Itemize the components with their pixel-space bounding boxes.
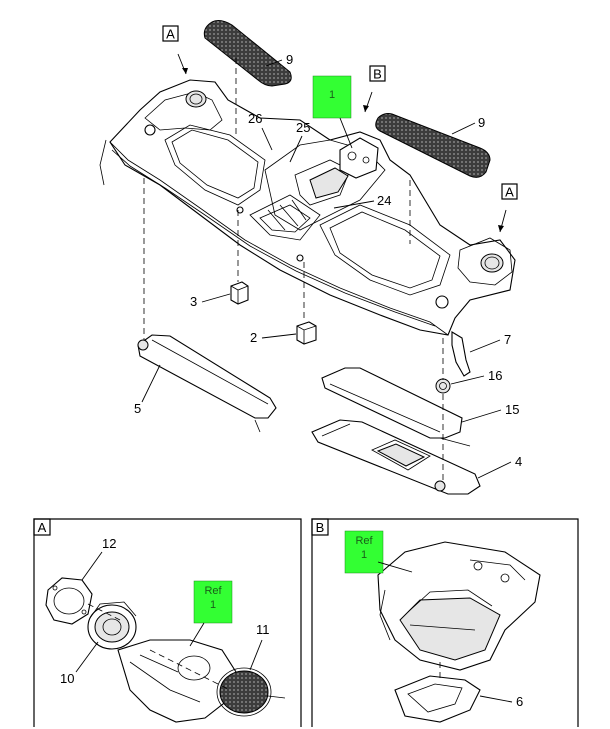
svg-text:15: 15 bbox=[505, 402, 519, 417]
svg-text:10: 10 bbox=[60, 671, 74, 686]
detail-panel-b: B Ref 1 6 bbox=[311, 518, 579, 727]
callout-6: 6 bbox=[479, 694, 523, 709]
grille-part-11 bbox=[216, 667, 272, 717]
svg-text:12: 12 bbox=[102, 536, 116, 551]
view-marker-a-left: A bbox=[162, 25, 188, 75]
callout-7: 7 bbox=[469, 332, 511, 353]
svg-text:1: 1 bbox=[329, 89, 335, 101]
svg-text:26: 26 bbox=[248, 111, 262, 126]
shelf-corner-detail-a bbox=[117, 639, 237, 723]
panel-part-5 bbox=[137, 334, 277, 433]
svg-text:9: 9 bbox=[478, 115, 485, 130]
svg-text:2: 2 bbox=[250, 330, 257, 345]
svg-text:5: 5 bbox=[134, 401, 141, 416]
svg-text:4: 4 bbox=[515, 454, 522, 469]
svg-text:Ref: Ref bbox=[355, 535, 373, 547]
callout-4: 4 bbox=[477, 454, 522, 479]
reference-tag-detail-b bbox=[344, 530, 384, 574]
svg-text:7: 7 bbox=[504, 332, 511, 347]
storage-bin-detail-b bbox=[377, 541, 541, 671]
svg-text:A: A bbox=[38, 520, 47, 535]
callout-16: 16 bbox=[450, 368, 502, 385]
svg-text:B: B bbox=[373, 67, 382, 82]
callout-9-top: 9 bbox=[265, 52, 293, 67]
svg-text:24: 24 bbox=[377, 193, 391, 208]
callout-12: 12 bbox=[81, 536, 116, 581]
callout-25: 25 bbox=[289, 120, 310, 163]
callout-26: 26 bbox=[248, 111, 273, 151]
svg-text:9: 9 bbox=[286, 52, 293, 67]
speaker-grille-right bbox=[375, 113, 491, 178]
svg-text:11: 11 bbox=[256, 622, 270, 637]
callout-15: 15 bbox=[461, 402, 519, 423]
clip-part-2 bbox=[296, 321, 317, 345]
svg-text:Ref: Ref bbox=[204, 585, 222, 597]
svg-text:25: 25 bbox=[296, 120, 310, 135]
svg-text:1: 1 bbox=[361, 549, 367, 561]
fastener-part-16 bbox=[435, 378, 451, 394]
callout-10: 10 bbox=[60, 641, 99, 686]
reference-tag-detail-a bbox=[193, 580, 233, 624]
package-shelf-panel bbox=[99, 79, 516, 336]
svg-text:1: 1 bbox=[210, 599, 216, 611]
strap-part-7 bbox=[451, 331, 471, 377]
view-marker-b: B bbox=[363, 65, 386, 113]
speaker-part-10 bbox=[87, 601, 137, 650]
detail-panel-a: A Ref 1 12 bbox=[33, 518, 302, 727]
svg-text:A: A bbox=[166, 27, 175, 42]
cover-part-15 bbox=[321, 367, 471, 447]
callout-9-right: 9 bbox=[451, 115, 485, 135]
tray-part-4 bbox=[311, 419, 481, 495]
svg-text:3: 3 bbox=[190, 294, 197, 309]
callout-3: 3 bbox=[190, 293, 231, 309]
clip-part-3 bbox=[230, 281, 249, 305]
svg-text:16: 16 bbox=[488, 368, 502, 383]
callout-2: 2 bbox=[250, 330, 297, 345]
svg-text:6: 6 bbox=[516, 694, 523, 709]
view-marker-a-right: A bbox=[498, 183, 518, 233]
tray-part-6 bbox=[394, 675, 481, 723]
trim-ring-part-12 bbox=[45, 577, 93, 625]
callout-11: 11 bbox=[249, 622, 270, 671]
svg-text:A: A bbox=[505, 185, 514, 200]
svg-text:B: B bbox=[316, 520, 325, 535]
callout-24: 24 bbox=[333, 193, 391, 209]
callout-5: 5 bbox=[134, 364, 161, 416]
speaker-grille-left bbox=[203, 20, 292, 87]
reference-tag-main: 1 bbox=[312, 75, 353, 149]
